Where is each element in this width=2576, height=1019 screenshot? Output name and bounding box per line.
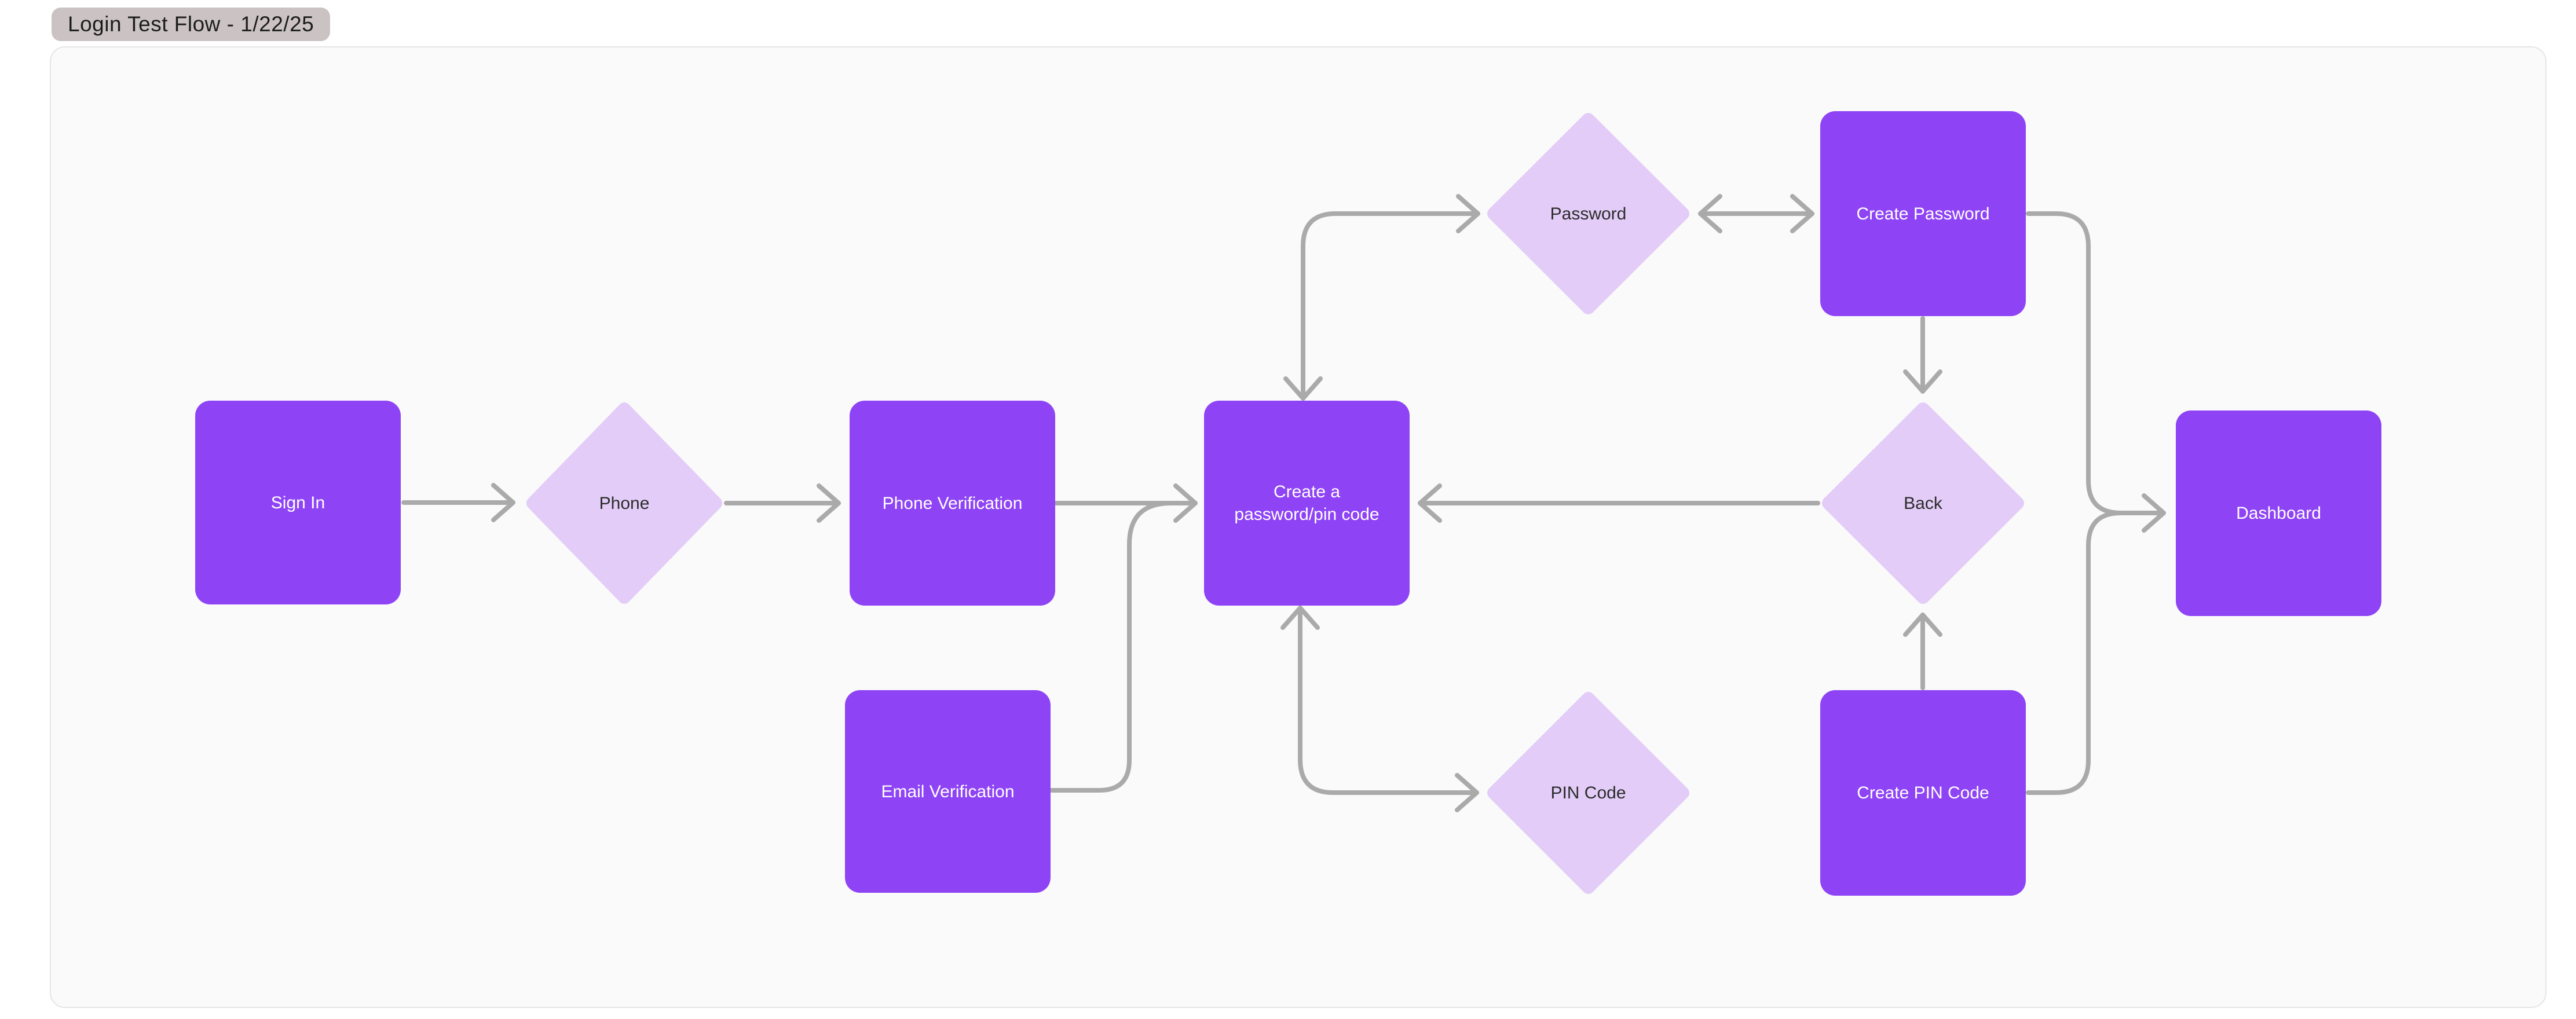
diamond-shape bbox=[526, 402, 723, 604]
connector-line[interactable] bbox=[1049, 501, 1191, 793]
connector-create-password-to-back[interactable] bbox=[1903, 316, 1942, 394]
connector-back-to-create[interactable] bbox=[1418, 483, 1820, 523]
section-title-badge[interactable]: Login Test Flow - 1/22/25 bbox=[52, 8, 331, 41]
node-label: Phone bbox=[599, 493, 650, 513]
node-sign-in[interactable]: Sign In bbox=[195, 401, 401, 604]
node-label: Email Verification bbox=[881, 782, 1015, 801]
connector-sign-in-to-phone[interactable] bbox=[401, 483, 515, 522]
diamond-shape bbox=[1821, 402, 2025, 604]
node-dashboard[interactable]: Dashboard bbox=[2176, 410, 2381, 616]
diamond-shape bbox=[1487, 112, 1690, 315]
node-label: Dashboard bbox=[2236, 504, 2321, 523]
node-label: Phone Verification bbox=[882, 493, 1023, 513]
connector-create-pin-to-dashboard[interactable] bbox=[2026, 511, 2147, 795]
arrowhead-down[interactable] bbox=[1903, 369, 1942, 394]
arrowhead-up[interactable] bbox=[1280, 606, 1320, 630]
arrowhead-right[interactable] bbox=[1173, 483, 1198, 523]
node-password[interactable]: Password bbox=[1485, 111, 1691, 316]
arrowhead-left[interactable] bbox=[1698, 194, 1722, 233]
node-email-verification[interactable]: Email Verification bbox=[845, 690, 1051, 893]
node-label: Sign In bbox=[270, 493, 325, 512]
arrowhead-right[interactable] bbox=[2142, 493, 2166, 533]
node-label: Back bbox=[1904, 493, 1942, 513]
diamond-shape bbox=[1487, 691, 1690, 895]
node-back[interactable]: Back bbox=[1820, 401, 2026, 606]
connector-line[interactable] bbox=[2026, 511, 2147, 795]
arrowhead-right[interactable] bbox=[1790, 194, 1814, 233]
connector-password-to-create-password[interactable] bbox=[1698, 194, 1814, 233]
connector-create-to-password[interactable] bbox=[1283, 194, 1480, 401]
arrowhead-right[interactable] bbox=[1455, 773, 1479, 812]
arrowhead-right[interactable] bbox=[1456, 194, 1480, 233]
arrowhead-right[interactable] bbox=[491, 483, 515, 522]
connector-line[interactable] bbox=[1301, 211, 1480, 401]
node-label: Create a password/pin code bbox=[1234, 482, 1380, 524]
node-create-password[interactable]: Create Password bbox=[1820, 111, 2026, 316]
node-phone[interactable]: Phone bbox=[525, 401, 724, 606]
node-label: PIN Code bbox=[1550, 783, 1626, 802]
node-pin-code[interactable]: PIN Code bbox=[1485, 690, 1691, 896]
node-label: Password bbox=[1550, 204, 1627, 223]
connector-email-verification-to-create[interactable] bbox=[1049, 501, 1191, 793]
connector-create-to-pin-code[interactable] bbox=[1280, 606, 1479, 812]
connector-line[interactable] bbox=[1298, 606, 1479, 795]
connector-create-pin-to-back[interactable] bbox=[1903, 613, 1942, 690]
node-phone-verification[interactable]: Phone Verification bbox=[850, 401, 1055, 606]
node-create-password-pin[interactable]: Create a password/pin code bbox=[1204, 401, 1410, 606]
arrowhead-down[interactable] bbox=[1283, 376, 1323, 401]
connector-create-password-to-dashboard[interactable] bbox=[2026, 211, 2166, 533]
section-title: Login Test Flow - 1/22/25 bbox=[68, 12, 314, 36]
arrowhead-up[interactable] bbox=[1903, 613, 1942, 637]
node-create-pin-code[interactable]: Create PIN Code bbox=[1820, 690, 2026, 896]
connector-line[interactable] bbox=[2026, 211, 2166, 515]
connector-phone-to-phone-verification[interactable] bbox=[724, 483, 841, 523]
node-label: Create Password bbox=[1856, 204, 1990, 223]
arrowhead-left[interactable] bbox=[1418, 483, 1442, 523]
arrowhead-right[interactable] bbox=[817, 483, 841, 523]
node-label: Create PIN Code bbox=[1857, 783, 1989, 802]
